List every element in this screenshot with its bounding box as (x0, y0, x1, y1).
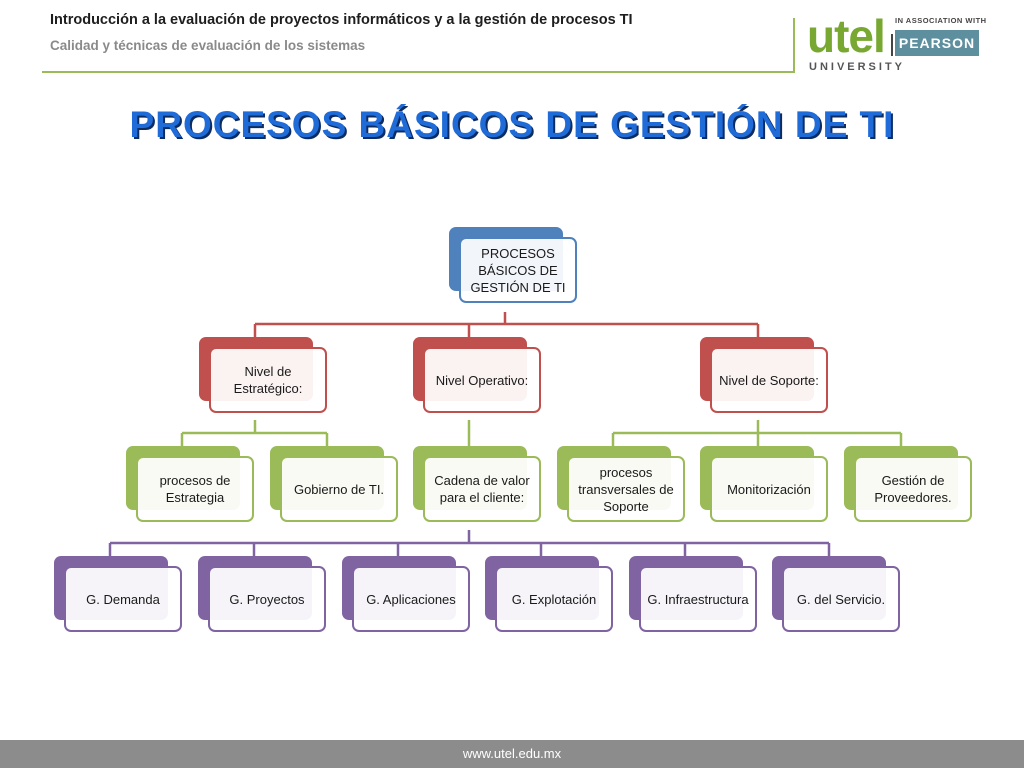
node-leaf-explotacion-label: G. Explotación (495, 566, 613, 632)
footer-bar: www.utel.edu.mx (0, 740, 1024, 768)
node-leaf-servicio-label: G. del Servicio. (782, 566, 900, 632)
node-group-cadena-label: Cadena de valor para el cliente: (423, 456, 541, 522)
node-level-operativo-label: Nivel Operativo: (423, 347, 541, 413)
node-leaf-aplicaciones-label: G. Aplicaciones (352, 566, 470, 632)
connector-cadena-leaves (108, 530, 831, 556)
node-group-proveedores-label: Gestión de Proveedores. (854, 456, 972, 522)
course-subtitle: Calidad y técnicas de evaluación de los … (50, 38, 366, 53)
node-group-gobierno-label: Gobierno de TI. (280, 456, 398, 522)
utel-logo-word: utel (807, 10, 886, 62)
pearson-logo: PEARSON (895, 30, 979, 56)
logo-separator (891, 34, 893, 56)
slide-title: PROCESOS BÁSICOS DE GESTIÓN DE TI (129, 104, 895, 145)
header-divider (42, 71, 794, 73)
node-group-transversales-label: procesos transversales de Soporte (567, 456, 685, 522)
utel-pearson-logo: utel UNIVERSITY IN ASSOCIATION WITH PEAR… (805, 10, 987, 76)
connector-soporte-groups (611, 420, 903, 446)
logo-association-text: IN ASSOCIATION WITH (895, 16, 987, 25)
header-vertical-divider (793, 18, 795, 73)
footer-url: www.utel.edu.mx (462, 746, 562, 761)
node-level-estrategico-label: Nivel de Estratégico: (209, 347, 327, 413)
connector-estrategico-groups (180, 420, 329, 446)
node-leaf-proyectos-label: G. Proyectos (208, 566, 326, 632)
node-leaf-infraestructura-label: G. Infraestructura (639, 566, 757, 632)
utel-logo-university: UNIVERSITY (809, 61, 906, 73)
node-group-estrategia-label: procesos de Estrategia (136, 456, 254, 522)
node-leaf-demanda-label: G. Demanda (64, 566, 182, 632)
node-group-monitorizacion-label: Monitorización (710, 456, 828, 522)
course-title: Introducción a la evaluación de proyecto… (50, 12, 633, 28)
connector-root-levels (253, 312, 760, 337)
node-level-soporte-label: Nivel de Soporte: (710, 347, 828, 413)
node-root-label: PROCESOS BÁSICOS DE GESTIÓN DE TI (459, 237, 577, 303)
